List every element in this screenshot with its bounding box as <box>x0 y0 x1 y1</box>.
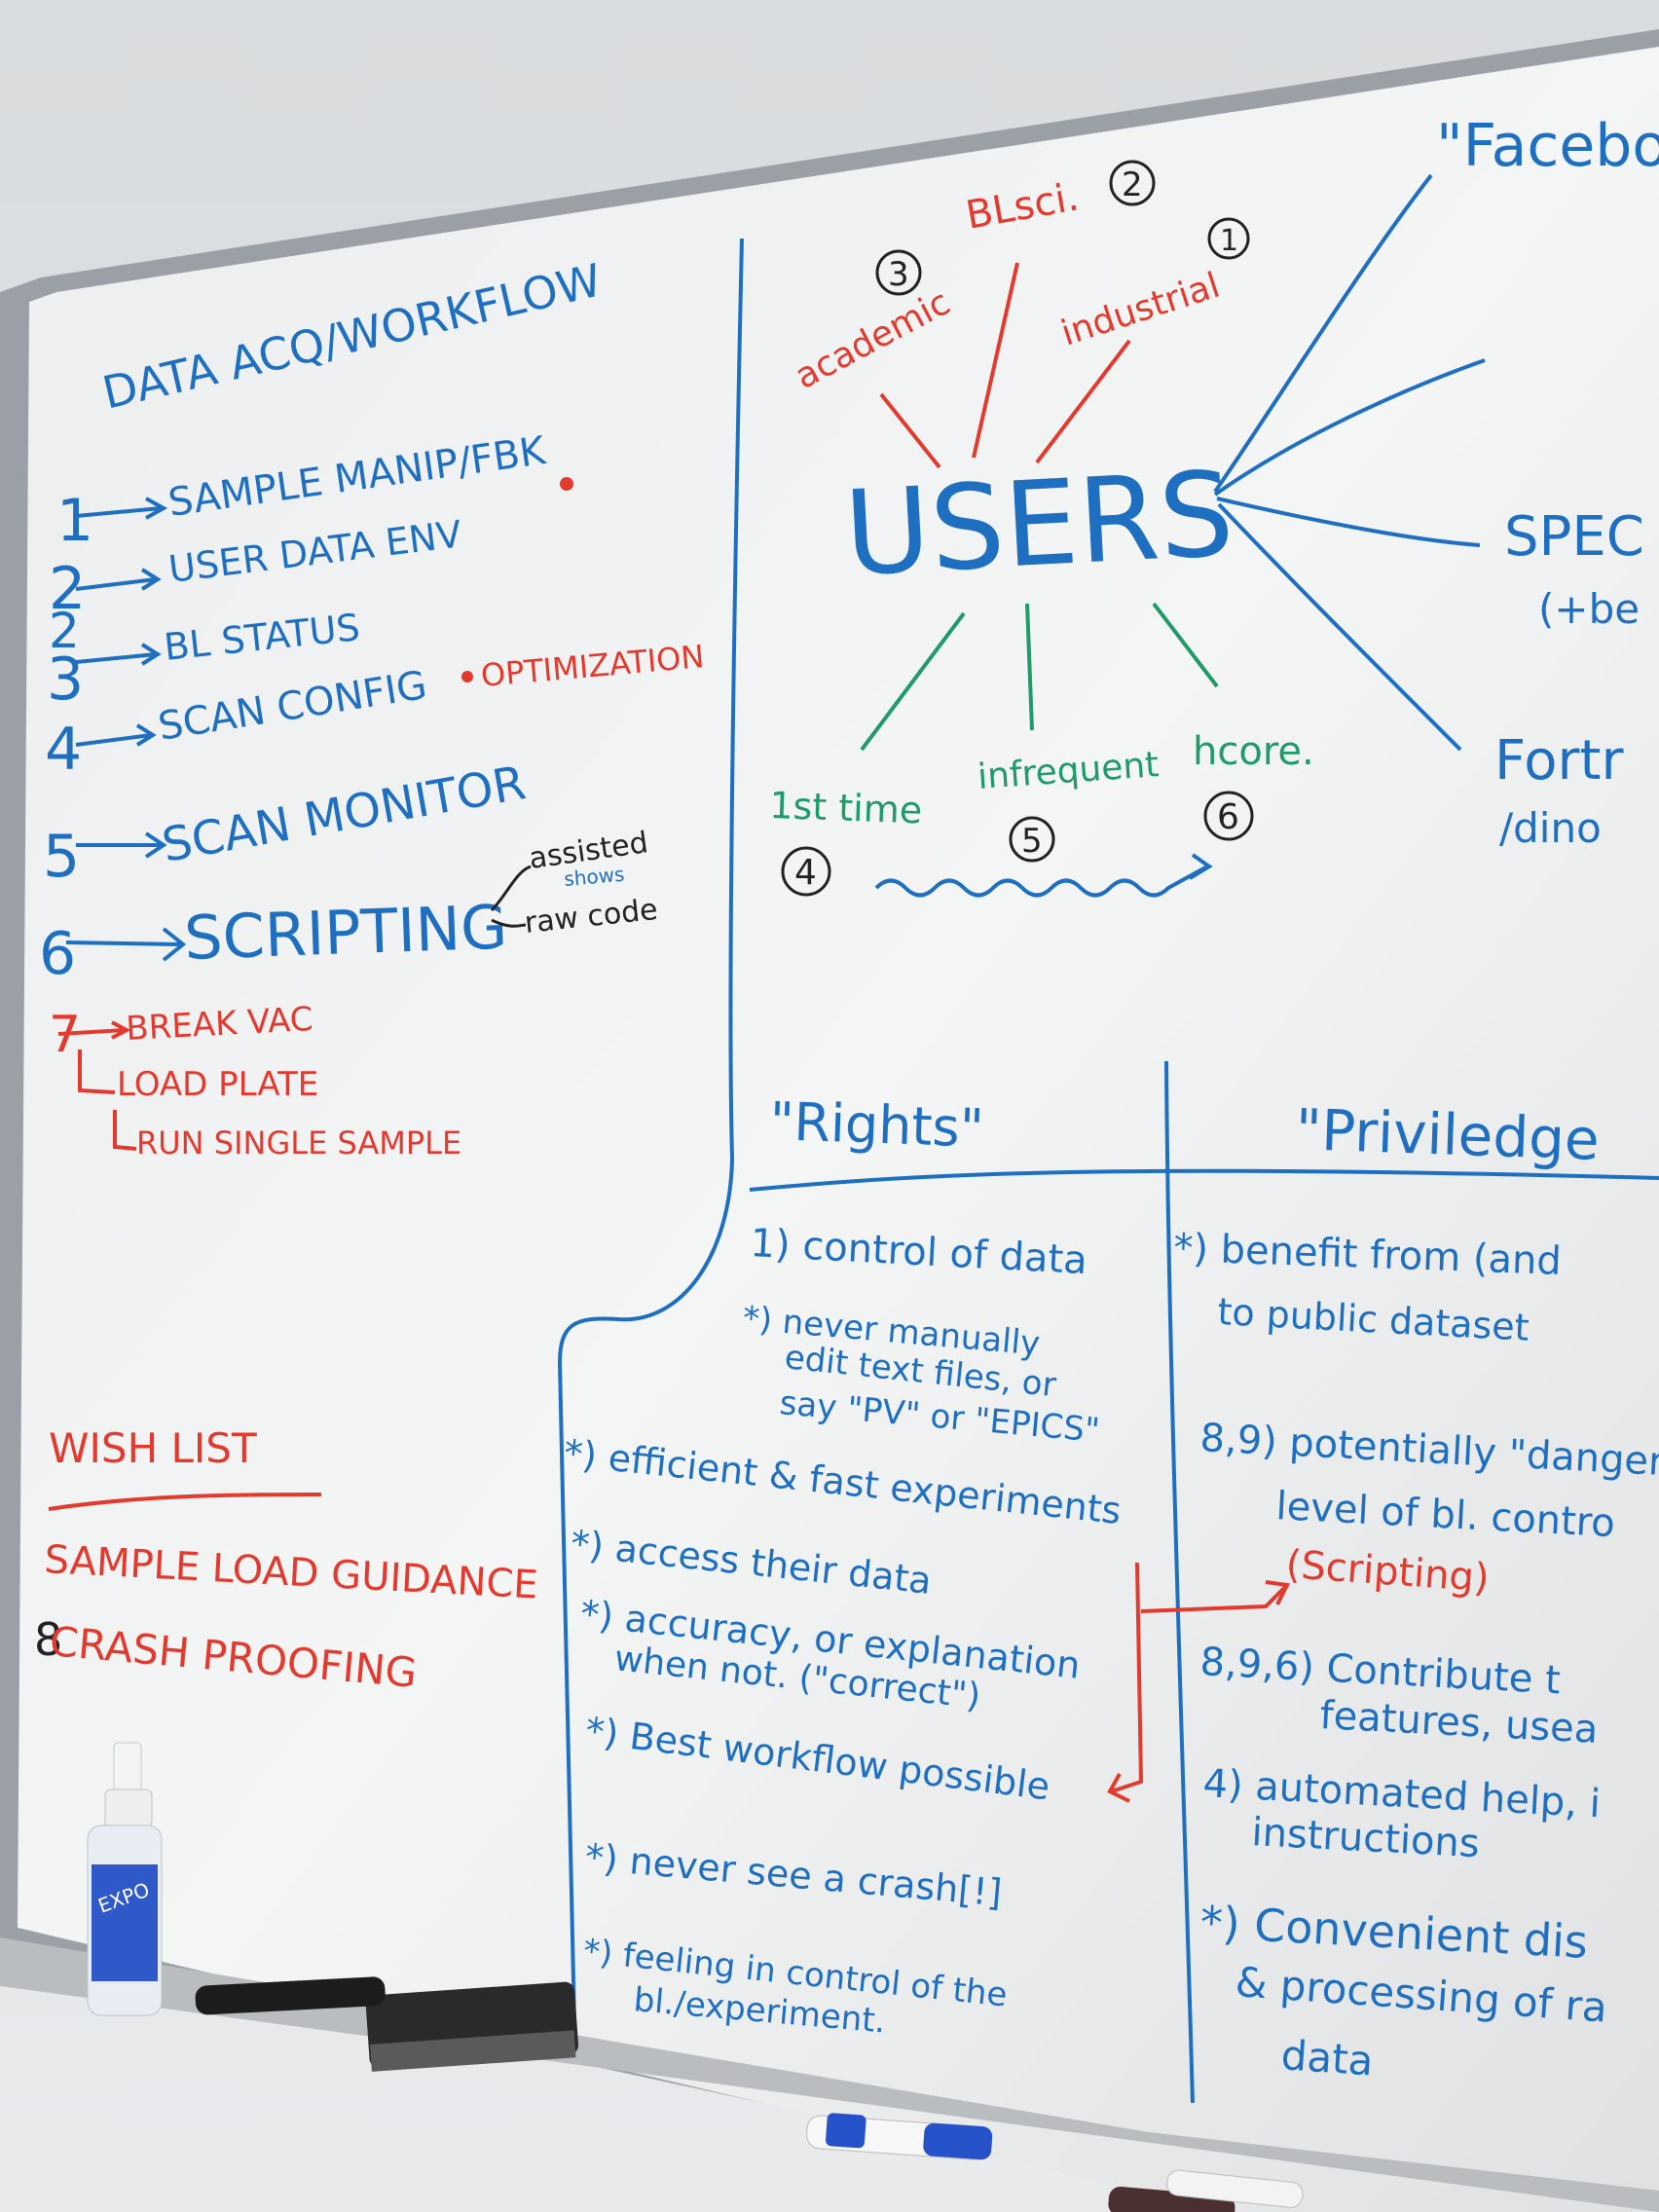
left-item: SCRIPTING <box>183 891 508 974</box>
user-frequency-num: 4 <box>794 853 817 893</box>
marker-tray <box>0 1937 1659 2212</box>
left-item-num: 1 <box>56 487 93 555</box>
users-right-branches <box>1213 173 1486 752</box>
scripting-note-shows: shows <box>563 863 625 891</box>
right-branch-label: /dino <box>1499 804 1602 852</box>
privileges-title: "Priviledge <box>1295 1096 1601 1173</box>
user-frequency-num: 6 <box>1217 797 1239 837</box>
user-frequency-label: hcore. <box>1193 729 1314 774</box>
wishlist-title: WISH LIST <box>49 1424 257 1472</box>
right-branch-label: SPEC <box>1504 505 1644 569</box>
left-sub-item: RUN SINGLE SAMPLE <box>136 1124 461 1161</box>
left-item-num: 2 <box>49 603 80 659</box>
wishlist-underline <box>48 1493 322 1511</box>
cleaner-bottle: EXPO <box>87 1742 163 2016</box>
table-header-line <box>749 1168 1659 1192</box>
left-item-num: 5 <box>43 823 80 891</box>
scripting-brace <box>490 865 532 928</box>
right-branch-label: (+be <box>1538 585 1640 633</box>
left-item-num: 3 <box>47 645 84 714</box>
scripting-connector-arrow <box>1107 1562 1291 1803</box>
user-frequency-num: 5 <box>1021 822 1043 861</box>
eraser <box>365 1981 579 2072</box>
rights-title: "Rights" <box>769 1090 985 1160</box>
users-center: USERS <box>841 447 1236 603</box>
divider-line-right <box>1164 1060 1195 2104</box>
user-frequency-label: 1st time <box>769 784 923 831</box>
marker-blue <box>806 2113 993 2160</box>
red-dot <box>461 671 473 682</box>
marker-white <box>1165 2169 1304 2208</box>
wishlist-marker: 8 <box>34 1613 62 1666</box>
right-branch-label: "Facebo <box>1436 112 1659 180</box>
users-frequency-spokes <box>860 602 1219 752</box>
red-dot <box>560 477 573 491</box>
privileges-line: data <box>1279 2031 1375 2084</box>
user-type-num: 1 <box>1220 224 1238 258</box>
board-surface <box>18 47 1659 2212</box>
user-type-num: 3 <box>888 255 909 294</box>
user-type-nums <box>875 160 1250 296</box>
right-branch-label: Fortr <box>1494 729 1624 793</box>
divider-line-main <box>557 238 744 2026</box>
left-arrows <box>65 497 187 962</box>
left-item-num: 6 <box>39 920 76 988</box>
left-sub-item: LOAD PLATE <box>117 1065 318 1104</box>
left-item-num: 4 <box>45 716 82 784</box>
users-type-spokes <box>879 262 1131 469</box>
frequency-wavy-arrow <box>874 853 1213 898</box>
marker-black <box>195 1976 386 2015</box>
user-type-num: 2 <box>1122 166 1143 204</box>
